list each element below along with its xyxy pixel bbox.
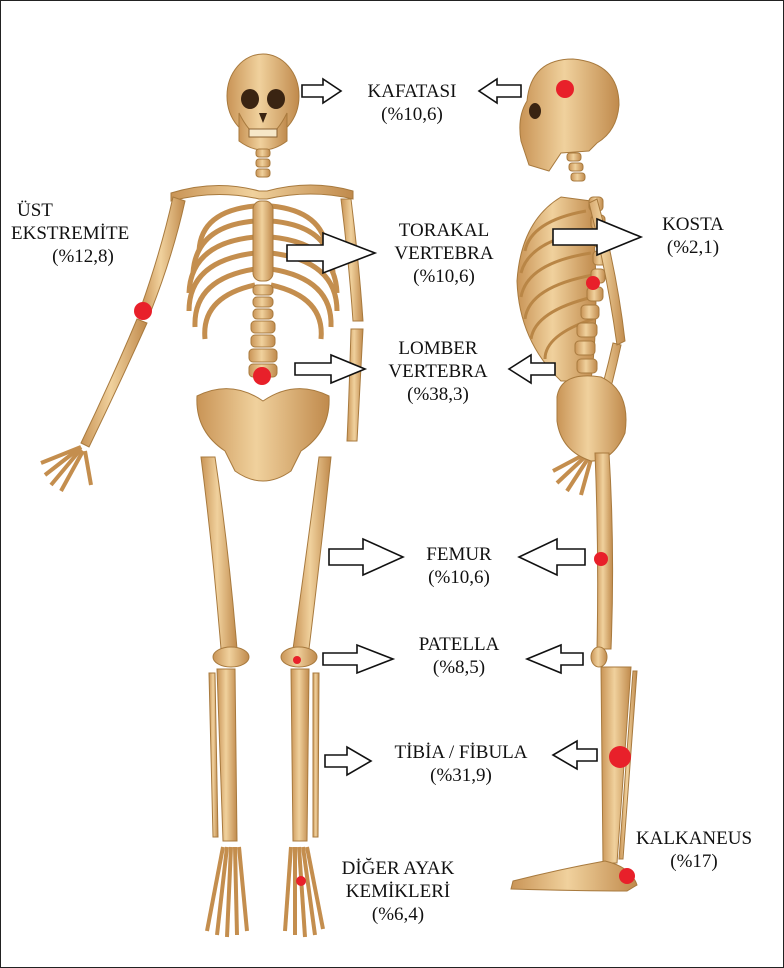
arrow-tibia-left [325, 747, 371, 775]
front-left-fibula [209, 673, 218, 837]
marker-kosta [586, 276, 600, 290]
label-kalkaneus-pct: (%17) [619, 850, 769, 873]
marker-tibia [609, 746, 631, 768]
label-tibia-fibula: TİBİA / FİBULA (%31,9) [373, 741, 549, 787]
label-kafatasi: KAFATASI (%10,6) [347, 80, 477, 126]
label-femur-name: FEMUR [399, 543, 519, 566]
label-patella-name: PATELLA [399, 633, 519, 656]
front-spine [249, 285, 277, 377]
side-pelvis [557, 376, 626, 461]
label-torakal-name-2: VERTEBRA [379, 242, 509, 265]
side-cervical [567, 153, 585, 181]
label-torakal-pct: (%10,6) [379, 265, 509, 288]
label-patella-pct: (%8,5) [399, 656, 519, 679]
marker-femur [594, 552, 608, 566]
front-right-femur [293, 457, 331, 649]
label-diger-ayak-pct: (%6,4) [323, 903, 473, 926]
label-kosta-name: KOSTA [643, 213, 743, 236]
label-tibia-name: TİBİA / FİBULA [373, 741, 549, 764]
arrow-tibia-right [553, 741, 597, 769]
front-right-tibia [291, 669, 309, 841]
front-left-patella [213, 647, 249, 667]
label-femur-pct: (%10,6) [399, 566, 519, 589]
arrow-kafatasi-left [302, 79, 341, 103]
side-femur [595, 453, 613, 649]
label-ust-ekstremite-pct: (%12,8) [11, 245, 155, 268]
marker-diger-ayak [296, 876, 306, 886]
front-left-forearm [81, 319, 147, 447]
front-cervical [256, 149, 270, 177]
label-ust-ekstremite-name-2: EKSTREMİTE [11, 222, 155, 245]
arrow-kafatasi-right [479, 79, 521, 103]
label-lomber-name-2: VERTEBRA [373, 360, 503, 383]
label-diger-ayak-name-2: KEMİKLERİ [323, 880, 473, 903]
label-lomber-name-1: LOMBER [373, 337, 503, 360]
marker-kafatasi [556, 80, 574, 98]
arrow-femur-left [329, 539, 403, 575]
side-patella [591, 647, 607, 667]
front-skull [227, 54, 299, 150]
front-right-fibula [313, 673, 319, 837]
label-ust-ekstremite-name-1: ÜST [11, 199, 155, 222]
label-kosta: KOSTA (%2,1) [643, 213, 743, 259]
marker-patella [293, 656, 301, 664]
front-skeleton [41, 54, 363, 937]
marker-lomber [253, 367, 271, 385]
label-patella: PATELLA (%8,5) [399, 633, 519, 679]
front-left-tibia [217, 669, 237, 841]
marker-ust-ekstremite [134, 302, 152, 320]
label-torakal-vertebra: TORAKAL VERTEBRA (%10,6) [379, 219, 509, 288]
arrow-torakal [287, 233, 375, 273]
front-feet [207, 847, 323, 937]
label-kosta-pct: (%2,1) [643, 236, 743, 259]
label-kalkaneus: KALKANEUS (%17) [619, 827, 769, 873]
front-left-femur [201, 457, 237, 649]
label-femur: FEMUR (%10,6) [399, 543, 519, 589]
arrow-patella-right [527, 645, 583, 673]
front-left-hand [41, 447, 91, 491]
label-lomber-pct: (%38,3) [373, 383, 503, 406]
arrow-femur-right [519, 539, 585, 575]
label-diger-ayak-name-1: DİĞER AYAK [323, 857, 473, 880]
label-tibia-pct: (%31,9) [373, 764, 549, 787]
label-kalkaneus-name: KALKANEUS [619, 827, 769, 850]
label-kafatasi-pct: (%10,6) [347, 103, 477, 126]
front-right-forearm [347, 329, 363, 441]
arrow-patella-left [323, 645, 393, 673]
label-diger-ayak: DİĞER AYAK KEMİKLERİ (%6,4) [323, 857, 473, 926]
front-sternum [253, 201, 273, 281]
label-kafatasi-name: KAFATASI [347, 80, 477, 103]
front-clavicles [171, 185, 353, 201]
label-lomber-vertebra: LOMBER VERTEBRA (%38,3) [373, 337, 503, 406]
label-torakal-name-1: TORAKAL [379, 219, 509, 242]
label-ust-ekstremite: ÜST EKSTREMİTE (%12,8) [11, 199, 155, 268]
